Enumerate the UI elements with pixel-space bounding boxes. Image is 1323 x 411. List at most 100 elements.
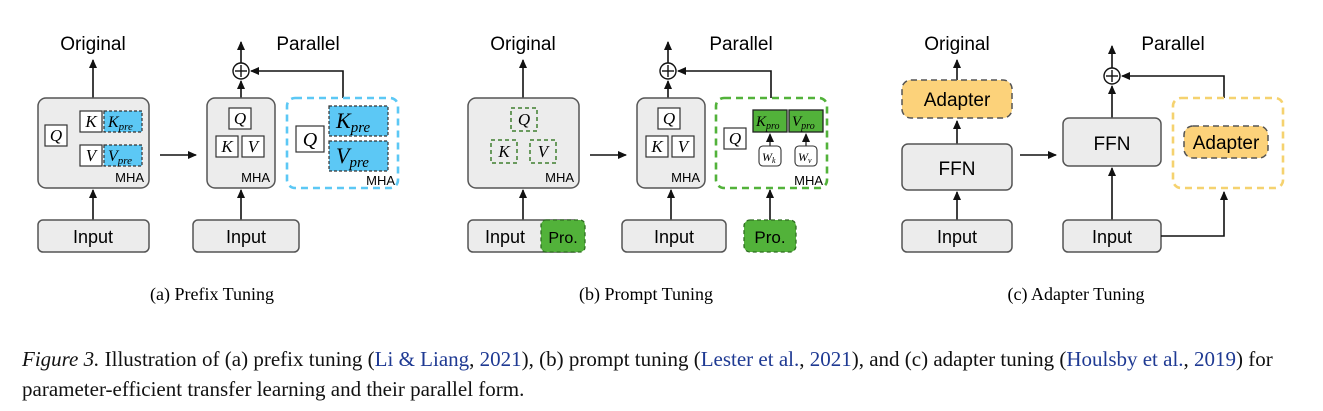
- parallel-label: Parallel: [276, 34, 339, 55]
- prompt-label: Pro.: [754, 228, 785, 247]
- caption-text: ,: [469, 347, 480, 371]
- q-box: [44, 124, 68, 147]
- k-label: K: [220, 137, 234, 156]
- k-box-dashed: [490, 139, 518, 164]
- v-box: [671, 135, 695, 158]
- caption-text: ,: [799, 347, 810, 371]
- mha-label: MHA: [671, 170, 700, 185]
- panel-caption: (b) Prompt Tuning: [579, 284, 713, 305]
- q-label: Q: [50, 126, 62, 145]
- figure-caption: Figure 3. Illustration of (a) prefix tun…: [22, 344, 1312, 404]
- ffn-label: FFN: [1094, 134, 1131, 155]
- v-pro-box: [788, 109, 824, 133]
- input-box: [621, 219, 727, 253]
- k-box: [215, 135, 239, 158]
- k-prefix-box: [328, 105, 389, 137]
- mha-label: MHA: [241, 170, 270, 185]
- v-box-dashed: [529, 139, 557, 164]
- q-label: Q: [303, 129, 318, 151]
- mha-block: [467, 97, 580, 189]
- citation-link[interactable]: Houlsby et al.: [1066, 347, 1184, 371]
- prompt-box: [743, 219, 797, 253]
- adapter-box: [1183, 125, 1269, 159]
- k-prefix-box: [103, 110, 143, 133]
- k-prefix-label: Kpre: [107, 114, 133, 133]
- citation-year-link[interactable]: 2019: [1194, 347, 1237, 371]
- v-prefix-label: Vpre: [108, 148, 132, 167]
- caption-text: ), and (c) adapter tuning (: [851, 347, 1067, 371]
- v-prefix-box: [103, 144, 143, 167]
- ffn-label: FFN: [939, 159, 976, 180]
- panel-adapter-tuning: Original Adapter FFN Input Parallel FFN …: [901, 34, 1285, 305]
- panel-prefix-tuning: Original Q K Kpre V Vpre MHA Input Paral…: [37, 34, 400, 305]
- citation-link[interactable]: Li & Liang: [374, 347, 470, 371]
- v-label: V: [86, 146, 99, 165]
- k-prefix-label: Kpre: [335, 108, 370, 136]
- mha-block-parallel: [636, 97, 706, 189]
- q-box: [228, 107, 252, 130]
- mha-label: MHA: [366, 173, 395, 188]
- k-box: [79, 110, 103, 133]
- input-box: [37, 219, 150, 253]
- v-box: [241, 135, 265, 158]
- adapter-box: [901, 79, 1013, 119]
- v-pro-label: Vpro: [792, 114, 815, 132]
- mha-label: MHA: [794, 173, 823, 188]
- caption-text: Illustration of (a) prefix tuning (: [99, 347, 375, 371]
- prompt-label: Pro.: [548, 230, 577, 247]
- wk-box: [758, 145, 782, 167]
- prompt-box: [540, 219, 586, 253]
- original-label: Original: [924, 34, 989, 55]
- mha-label: MHA: [115, 170, 144, 185]
- v-prefix-box: [328, 140, 389, 172]
- mha-label: MHA: [545, 170, 574, 185]
- q-label: Q: [518, 110, 530, 129]
- q-box: [723, 127, 747, 150]
- k-label: K: [497, 142, 511, 161]
- wv-label: Wv: [798, 150, 812, 165]
- v-prefix-label: Vpre: [336, 143, 369, 171]
- caption-text: ) for parameter-efficient transfer learn…: [22, 347, 1273, 401]
- k-label: K: [650, 137, 664, 156]
- panel-caption: (c) Adapter Tuning: [1008, 284, 1145, 305]
- caption-text: ), (b) prompt tuning (: [521, 347, 701, 371]
- original-label: Original: [490, 34, 555, 55]
- figure-label: Figure 3.: [22, 347, 100, 371]
- q-label: Q: [729, 129, 741, 148]
- adapter-to-sum-arrow: [1121, 72, 1225, 98]
- input-label: Input: [73, 227, 113, 247]
- input-to-adapter-arrow: [1161, 191, 1228, 237]
- adapter-label: Adapter: [924, 90, 991, 111]
- mha-block-parallel: [206, 97, 276, 189]
- adapter-label: Adapter: [1193, 133, 1260, 154]
- citation-year-link[interactable]: 2021: [479, 347, 522, 371]
- citation-year-link[interactable]: 2021: [809, 347, 852, 371]
- k-label: K: [84, 112, 98, 131]
- figure-diagram: Original Q K Kpre V Vpre MHA Input Paral…: [37, 34, 1285, 305]
- q-label: Q: [663, 109, 675, 128]
- ffn-box-parallel: [1062, 117, 1162, 167]
- input-label: Input: [1092, 227, 1132, 247]
- k-pro-box: [752, 109, 788, 133]
- input-label: Input: [485, 227, 525, 247]
- prompt-to-sum-arrow: [677, 67, 772, 98]
- input-box: [192, 219, 300, 253]
- ffn-box: [901, 143, 1013, 191]
- v-label: V: [678, 137, 691, 156]
- caption-text: ,: [1183, 347, 1195, 371]
- q-box-dashed: [510, 107, 538, 132]
- input-label: Input: [654, 227, 694, 247]
- panel-prompt-tuning: Original Q K V MHA Input Pro. Parallel Q…: [467, 34, 829, 305]
- citation-link[interactable]: Lester et al.: [700, 347, 800, 371]
- q-box: [657, 107, 681, 130]
- v-label: V: [248, 137, 261, 156]
- parallel-label: Parallel: [709, 34, 772, 55]
- k-box: [645, 135, 669, 158]
- q-label: Q: [234, 109, 246, 128]
- original-label: Original: [60, 34, 125, 55]
- v-box: [79, 144, 103, 167]
- parallel-label: Parallel: [1141, 34, 1204, 55]
- wv-box: [794, 145, 818, 167]
- input-box: [901, 219, 1013, 253]
- input-label: Input: [937, 227, 977, 247]
